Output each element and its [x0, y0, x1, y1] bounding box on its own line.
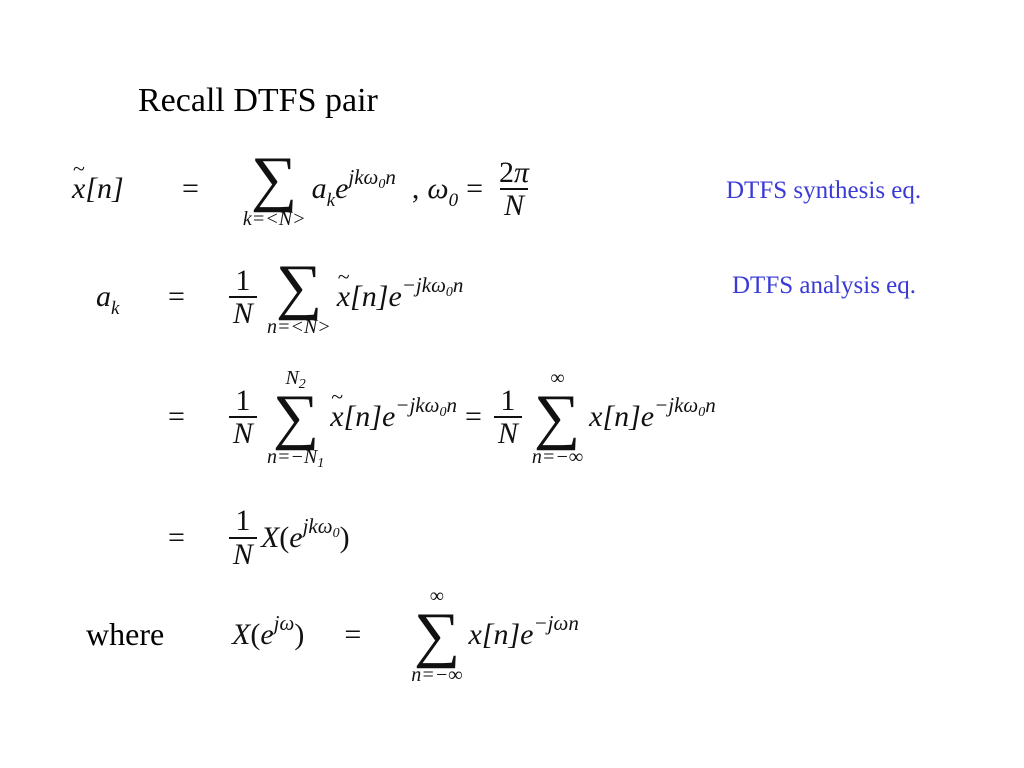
synthesis-annotation: DTFS synthesis eq. — [726, 177, 922, 204]
slide-title: Recall DTFS pair — [138, 82, 378, 119]
analysis-annotation: DTFS analysis eq. — [732, 272, 917, 299]
synthesis-equation: x[n] = ∑ k=<N> akejkω0n , ω0 = 2πN — [72, 148, 537, 229]
where-label: where — [86, 616, 165, 652]
dtft-definition-equation: X(ejω) = ∞ ∑ n=−∞ x[n]e−jωn — [232, 585, 579, 686]
expanded-analysis-equation: = 1N N2 ∑ n=−N1 x[n]e−jkω0n = 1N ∞ ∑ n=−… — [168, 368, 716, 470]
analysis-equation: ak = 1N ∑ n=<N> x[n]e−jkω0n — [96, 256, 463, 337]
